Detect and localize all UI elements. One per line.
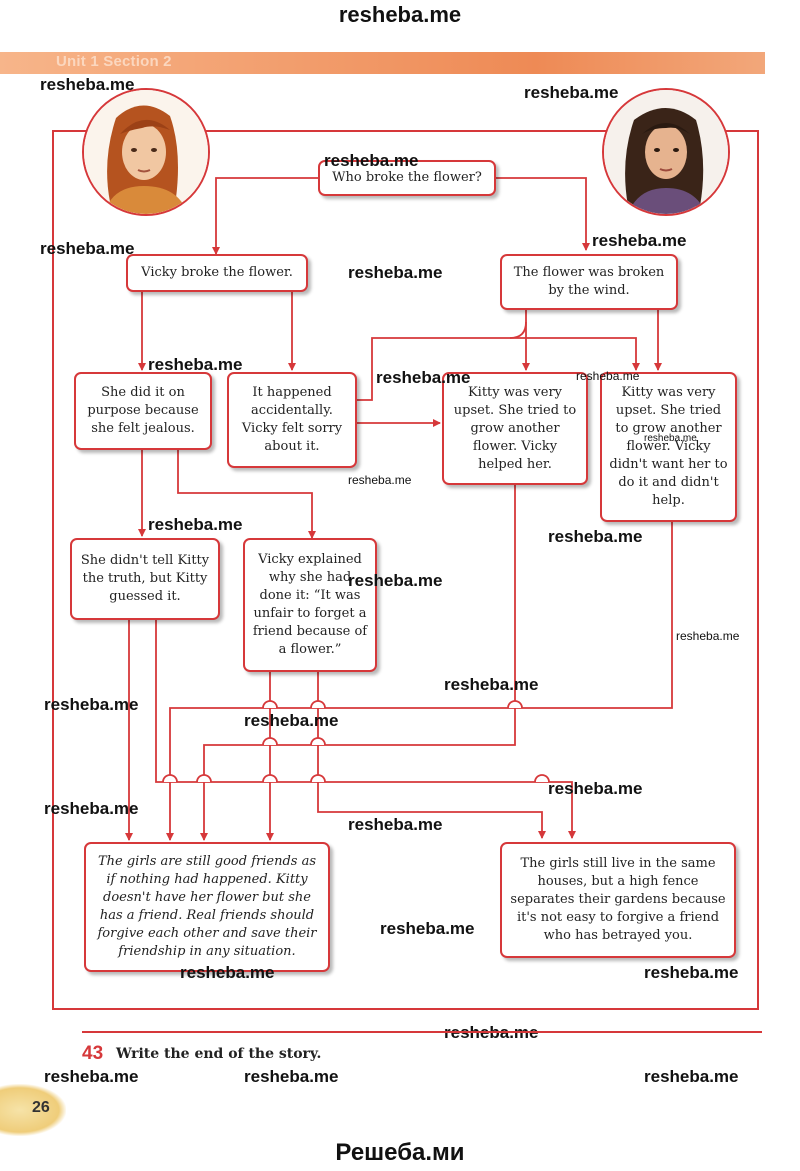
page-number: 26	[32, 1099, 50, 1116]
vicky-portrait	[602, 88, 730, 216]
node-didnt-tell: She didn't tell Kitty the truth, but Kit…	[70, 538, 220, 620]
watermark: resheba.me	[644, 1067, 739, 1086]
node-broken-by-wind: The flower was broken by the wind.	[500, 254, 678, 310]
watermark: resheba.me	[324, 151, 419, 170]
watermark: resheba.me	[348, 571, 443, 590]
watermark: resheba.me	[44, 799, 139, 818]
watermark: resheba.me	[40, 75, 135, 94]
watermark: resheba.me	[348, 263, 443, 282]
node-on-purpose: She did it on purpose because she felt j…	[74, 372, 212, 450]
task-number: 43	[82, 1043, 104, 1064]
watermark: resheba.me	[244, 711, 339, 730]
node-upset-no-help: Kitty was very upset. She tried to grow …	[600, 372, 737, 522]
node-who-broke: Who broke the flower?	[318, 160, 496, 196]
node-explained: Vicky explained why she had done it: “It…	[243, 538, 377, 672]
watermark: resheba.me	[148, 355, 243, 374]
watermark: resheba.me	[592, 231, 687, 250]
footer-rule	[82, 1031, 762, 1033]
watermark: resheba.me	[44, 1067, 139, 1086]
watermark-small: resheba.me	[676, 629, 740, 643]
node-high-fence: The girls still live in the same houses,…	[500, 842, 736, 958]
node-upset-helped: Kitty was very upset. She tried to grow …	[442, 372, 588, 485]
watermark: resheba.me	[44, 695, 139, 714]
section-label: Unit 1 Section 2	[56, 53, 172, 70]
site-title-bottom: Решеба.ми	[335, 1139, 465, 1166]
girl-dark-hair-illustration	[604, 90, 728, 214]
watermark-small: resheba.me	[576, 369, 640, 383]
watermark: resheba.me	[444, 1023, 539, 1043]
watermark: resheba.me	[444, 675, 539, 694]
watermark: resheba.me	[644, 963, 739, 982]
node-still-friends: The girls are still good friends as if n…	[84, 842, 330, 972]
watermark: resheba.me	[524, 83, 619, 102]
girl-red-hair-illustration	[84, 90, 208, 214]
watermark: resheba.me	[548, 527, 643, 546]
watermark: resheba.me	[548, 779, 643, 798]
section-band	[0, 52, 765, 74]
watermark-tiny: resheba.me	[644, 433, 697, 444]
node-accidentally: It happened accidentally. Vicky felt sor…	[227, 372, 357, 468]
node-vicky-broke: Vicky broke the flower.	[126, 254, 308, 292]
watermark: resheba.me	[180, 963, 275, 982]
watermark-small: resheba.me	[348, 473, 412, 487]
site-title-top: resheba.me	[338, 2, 462, 27]
watermark: resheba.me	[376, 368, 471, 387]
watermark: resheba.me	[40, 239, 135, 258]
watermark: resheba.me	[348, 815, 443, 834]
kitty-portrait	[82, 88, 210, 216]
watermark: resheba.me	[244, 1067, 339, 1086]
task-instruction: Write the end of the story.	[116, 1046, 322, 1062]
page-number-badge	[0, 1084, 66, 1136]
watermark: resheba.me	[380, 919, 475, 938]
watermark: resheba.me	[148, 515, 243, 534]
